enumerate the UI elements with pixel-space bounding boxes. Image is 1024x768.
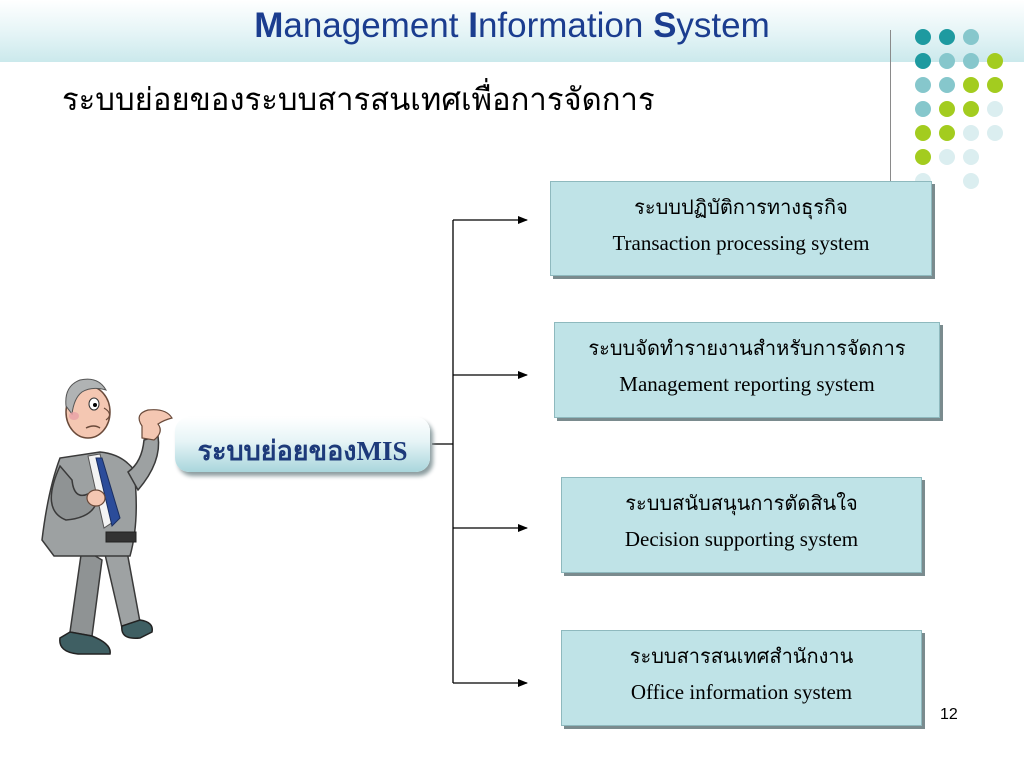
subsystem-thai-label: ระบบปฏิบัติการทางธุรกิจ <box>634 195 848 219</box>
slide-title: Management Information System <box>254 6 770 45</box>
subsystem-thai-label: ระบบสารสนเทศสำนักงาน <box>629 644 854 668</box>
subsystem-box-decision: ระบบสนับสนุนการตัดสินใจ Decision support… <box>561 477 922 573</box>
subsystem-thai-label: ระบบสนับสนุนการตัดสินใจ <box>625 491 858 515</box>
subsystem-box-transaction: ระบบปฏิบัติการทางธุรกิจ Transaction proc… <box>550 181 932 276</box>
dot <box>939 77 955 93</box>
dot <box>915 53 931 69</box>
dot <box>963 53 979 69</box>
dot <box>939 53 955 69</box>
dot <box>963 149 979 165</box>
decorative-divider <box>890 30 891 206</box>
dot <box>963 101 979 117</box>
subsystem-english-label: Office information system <box>630 680 853 704</box>
dot <box>987 53 1003 69</box>
subsystem-box-reporting: ระบบจัดทำรายงานสำหรับการจัดการ Managemen… <box>554 322 940 418</box>
subsystem-english-label: Transaction processing system <box>612 231 870 255</box>
subsystem-thai-label: ระบบจัดทำรายงานสำหรับการจัดการ <box>588 336 906 360</box>
dot <box>987 125 1003 141</box>
dot <box>915 29 931 45</box>
dot <box>963 77 979 93</box>
dot <box>915 125 931 141</box>
header-band <box>0 0 1024 62</box>
page-number: 12 <box>940 706 958 723</box>
dot <box>915 101 931 117</box>
businessman-clipart <box>41 378 173 655</box>
dot <box>963 29 979 45</box>
subsystem-english-label: Management reporting system <box>619 372 875 396</box>
subsystem-english-label: Decision supporting system <box>624 527 859 551</box>
dot <box>987 101 1003 117</box>
slide-subtitle: ระบบย่อยของระบบสารสนเทศเพื่อการจัดการ <box>62 82 655 118</box>
mis-center-node: ระบบย่อยของMIS <box>175 417 430 472</box>
dot <box>915 149 931 165</box>
dot <box>963 173 979 189</box>
dot <box>939 125 955 141</box>
mis-center-label: ระบบย่อยของMIS <box>197 436 408 466</box>
dot <box>939 149 955 165</box>
dot <box>963 125 979 141</box>
dot <box>939 101 955 117</box>
dot <box>987 77 1003 93</box>
dot <box>939 29 955 45</box>
subsystem-box-office: ระบบสารสนเทศสำนักงาน Office information … <box>561 630 922 726</box>
dot <box>915 77 931 93</box>
